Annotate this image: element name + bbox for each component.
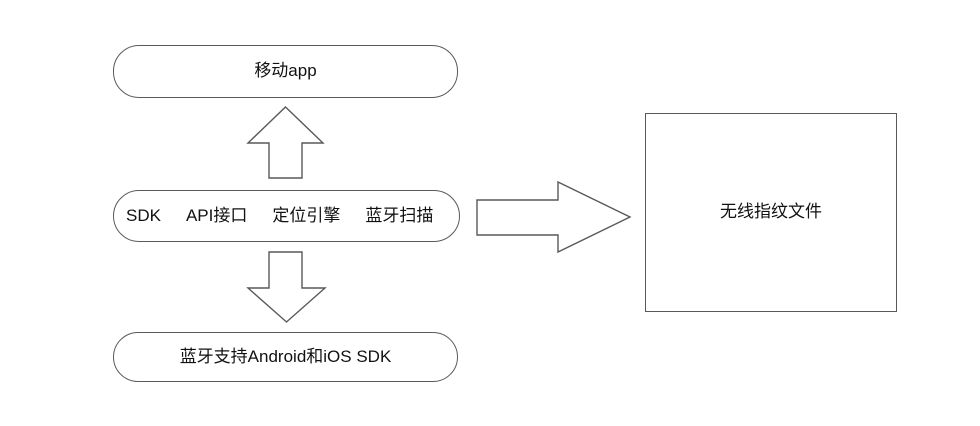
right-arrow-icon: [476, 180, 632, 254]
node-mobile-app: 移动app: [113, 45, 458, 98]
sdk-item-api: API接口: [185, 205, 248, 225]
down-arrow-icon: [246, 251, 327, 323]
up-arrow-icon: [246, 106, 325, 179]
node-bluetooth-sdk: 蓝牙支持Android和iOS SDK: [113, 332, 458, 382]
node-fingerprint-file-label: 无线指纹文件: [720, 202, 822, 222]
sdk-item-positioning-engine: 定位引擎: [272, 205, 341, 225]
sdk-item-sdk: SDK: [126, 205, 161, 225]
node-mobile-app-label: 移动app: [254, 61, 317, 81]
node-fingerprint-file: 无线指纹文件: [645, 113, 897, 312]
sdk-item-bluetooth-scan: 蓝牙扫描: [365, 205, 434, 225]
node-bluetooth-sdk-label: 蓝牙支持Android和iOS SDK: [179, 346, 392, 366]
node-sdk-components: SDK API接口 定位引擎 蓝牙扫描: [113, 190, 460, 242]
